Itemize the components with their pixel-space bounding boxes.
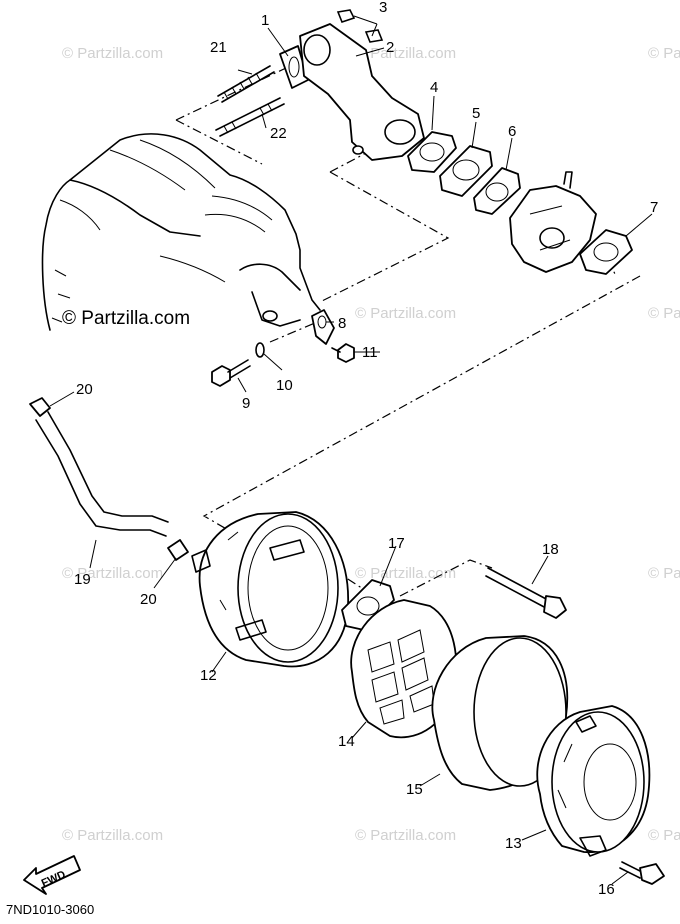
part-label-13: 13 xyxy=(505,835,522,852)
part-label-19: 19 xyxy=(74,571,91,588)
part-label-5: 5 xyxy=(472,105,480,122)
part-label-16: 16 xyxy=(598,881,615,898)
part-label-20-upper: 20 xyxy=(76,381,93,398)
watermark-main: © Partzilla.com xyxy=(62,308,190,329)
bolt-18 xyxy=(485,567,567,619)
cover-13 xyxy=(536,705,651,857)
watermark: © Partzilla.com xyxy=(355,305,456,322)
part-label-15: 15 xyxy=(406,781,423,798)
watermark: © Partzilla.com xyxy=(62,565,163,582)
stud-21 xyxy=(217,65,275,103)
stud-22 xyxy=(215,97,285,137)
watermark: © Partzilla.com xyxy=(648,565,680,582)
intake-joint-2 xyxy=(299,23,425,161)
insulator-5 xyxy=(439,145,493,197)
gasket-7 xyxy=(579,229,633,275)
part-labels: 1 2 3 4 5 6 7 8 9 10 11 12 13 14 15 16 1… xyxy=(74,0,658,898)
part-label-10: 10 xyxy=(276,377,293,394)
engine-cylinder xyxy=(41,133,321,331)
part-label-17: 17 xyxy=(388,535,405,552)
watermark: © Partzilla.com xyxy=(355,45,456,62)
watermark: © Partzilla.com xyxy=(648,45,680,62)
diagram-code: 7ND1010-3060 xyxy=(6,902,94,917)
bolt-11 xyxy=(331,343,355,363)
clamp-20-upper xyxy=(29,397,51,417)
part-label-2: 2 xyxy=(386,39,394,56)
watermark: © Partzilla.com xyxy=(355,565,456,582)
watermark: © Partzilla.com xyxy=(62,45,163,62)
part-label-9: 9 xyxy=(242,395,250,412)
bolt-9 xyxy=(211,359,251,387)
part-label-11: 11 xyxy=(362,344,378,361)
watermark: © Partzilla.com xyxy=(648,305,680,322)
assembly-line xyxy=(399,559,493,597)
part-label-12: 12 xyxy=(200,667,217,684)
part-label-1: 1 xyxy=(261,12,269,29)
air-cleaner-case-12 xyxy=(191,511,349,668)
clamp-20-lower xyxy=(167,539,189,561)
part-label-4: 4 xyxy=(430,79,438,96)
assembly-line xyxy=(319,171,450,303)
part-label-22: 22 xyxy=(270,125,287,142)
part-label-6: 6 xyxy=(508,123,516,140)
part-label-7: 7 xyxy=(650,199,658,216)
gasket-6 xyxy=(473,167,521,215)
wing-bolt-16 xyxy=(619,861,665,885)
part-label-18: 18 xyxy=(542,541,559,558)
bracket-8 xyxy=(311,309,335,345)
part-label-21: 21 xyxy=(210,39,227,56)
washer-10 xyxy=(255,342,265,358)
assembly-line xyxy=(175,119,263,165)
fwd-arrow-icon: FWD xyxy=(23,855,81,895)
gasket-4 xyxy=(407,131,457,173)
assembly-line xyxy=(175,67,287,121)
watermark-layer: © Partzilla.com © Partzilla.com © Partzi… xyxy=(62,45,680,844)
watermark: © Partzilla.com xyxy=(355,827,456,844)
part-label-14: 14 xyxy=(338,733,355,750)
gasket-17 xyxy=(341,579,395,631)
part-label-3: 3 xyxy=(379,0,387,16)
part-label-8: 8 xyxy=(338,315,346,332)
leader-lines xyxy=(49,15,653,885)
watermark: © Partzilla.com xyxy=(648,827,680,844)
breather-hose-19 xyxy=(35,411,169,537)
bolt-3 xyxy=(336,9,384,43)
carburetor xyxy=(509,171,597,273)
watermark: © Partzilla.com xyxy=(62,827,163,844)
part-label-20-lower: 20 xyxy=(140,591,157,608)
